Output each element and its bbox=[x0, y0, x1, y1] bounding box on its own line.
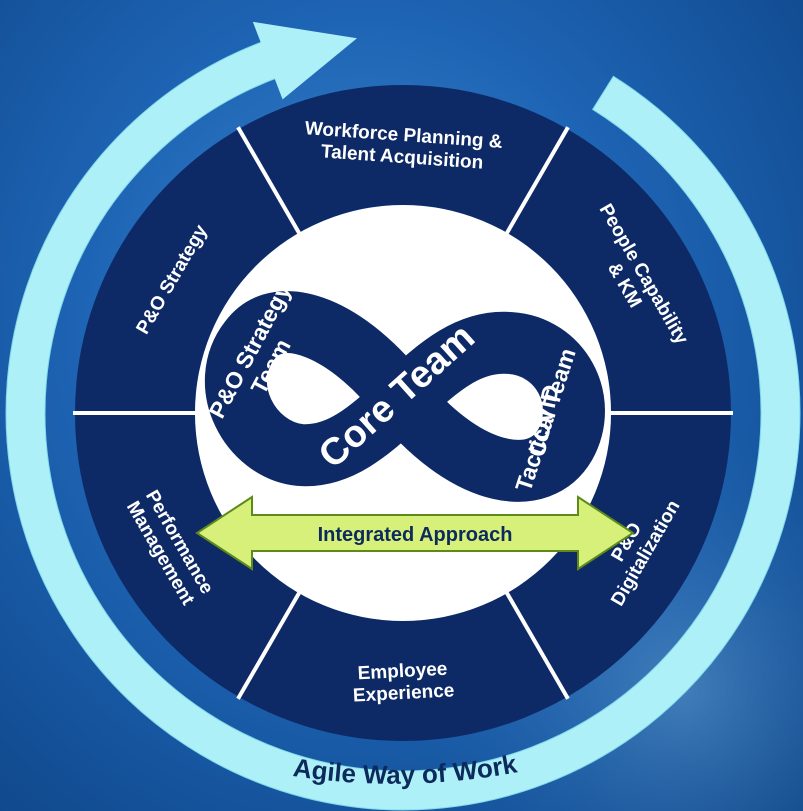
integrated-approach-label: Integrated Approach bbox=[318, 524, 513, 546]
integrated-approach-arrow bbox=[195, 495, 635, 571]
segment-employee-experience: EmployeeExperience bbox=[351, 658, 455, 706]
outer-ring bbox=[5, 39, 801, 811]
segment-separator-1 bbox=[236, 126, 302, 236]
segment-separator-5 bbox=[236, 590, 302, 700]
segment-separator-2 bbox=[504, 126, 570, 236]
segment-ring: Workforce Planning &Talent AcquisitionPe… bbox=[73, 85, 733, 741]
segment-separator-4 bbox=[504, 590, 570, 700]
infinity-loop bbox=[204, 291, 605, 502]
ring-arrowhead bbox=[252, 21, 357, 100]
